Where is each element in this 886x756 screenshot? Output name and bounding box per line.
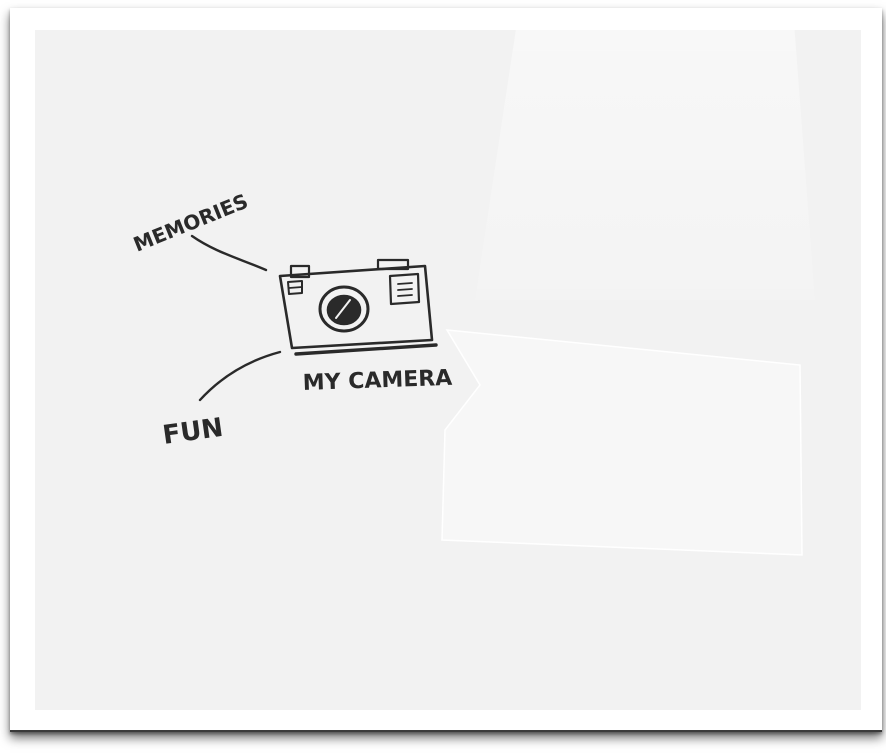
glare-lower (442, 330, 802, 555)
camera-icon (280, 260, 436, 354)
branch-label-fun: FUN (161, 413, 225, 451)
branch-label-memories: MEMORIES (130, 189, 252, 257)
center-label: MY CAMERA (302, 366, 452, 396)
connector-fun (200, 352, 280, 400)
connector-memories (192, 236, 266, 270)
